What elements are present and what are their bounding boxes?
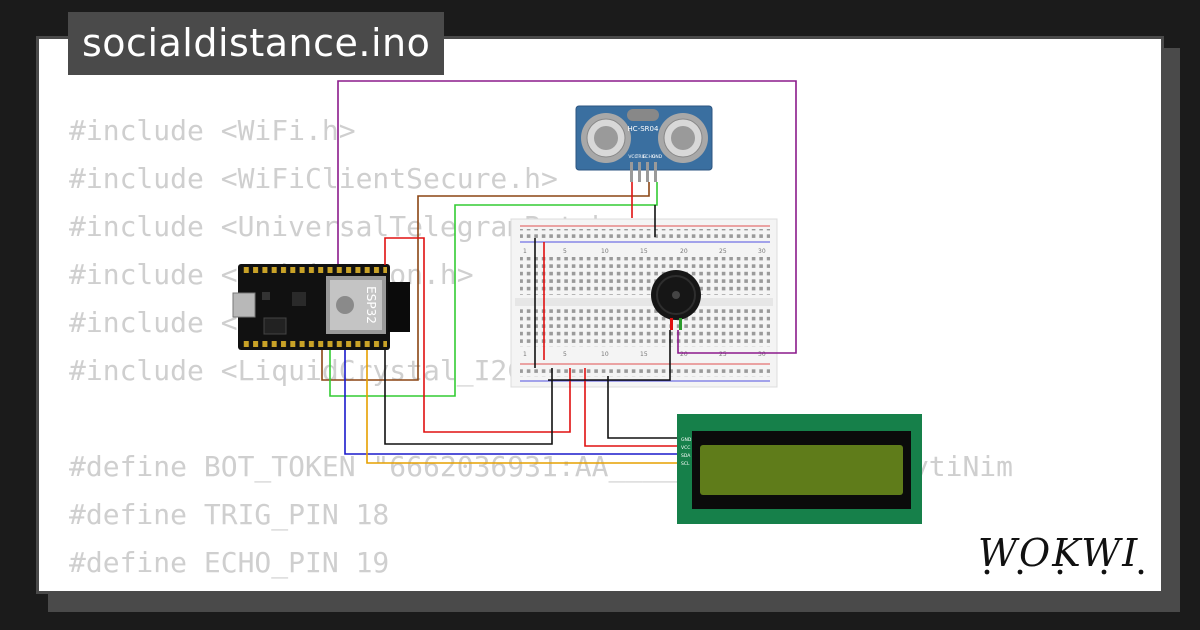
code-line: #include <WiFiClientSecure.h>	[69, 162, 558, 195]
sensor-pin-trig: TRIG	[635, 154, 647, 160]
esp32-label: ESP32	[364, 286, 378, 324]
breadboard-col-label: 5	[563, 351, 567, 358]
breadboard-col-label: 20	[680, 351, 688, 358]
breadboard-col-label: 5	[563, 248, 567, 255]
lcd-pin-vcc: VCC	[681, 445, 690, 451]
lcd-pin-gnd: GND	[681, 437, 692, 443]
breadboard-col-label: 25	[719, 248, 727, 255]
wire-purple	[337, 80, 797, 354]
lcd-pin-sda: SDA	[681, 453, 691, 459]
sensor-pin-gnd: GND	[652, 154, 663, 160]
ultrasonic-sensor: HC-SR04 VCC TRIG ECHO GND	[575, 105, 713, 182]
lcd-pin-scl: SCL	[681, 461, 690, 467]
breadboard-col-label: 30	[758, 248, 766, 255]
breadboard-col-label: 30	[758, 351, 766, 358]
breadboard-col-label: 10	[601, 351, 609, 358]
code-line: #define ECHO_PIN 19	[69, 546, 390, 579]
breadboard-col-label: 10	[601, 248, 609, 255]
sensor-label: HC-SR04	[628, 125, 659, 133]
breadboard-col-label: 1	[523, 351, 527, 358]
code-line: #define TRIG_PIN 18	[69, 498, 390, 531]
file-title: socialdistance.ino	[68, 12, 445, 75]
wire-red-top	[384, 237, 571, 433]
wire-blue	[344, 350, 677, 455]
wire-yellow	[366, 350, 677, 464]
wire-black-lcd	[607, 376, 677, 439]
code-line: #include <WiFi.h>	[69, 114, 356, 147]
wokwi-logo: WOKWI	[978, 531, 1144, 575]
wire-red-lcd	[584, 368, 677, 447]
buzzer	[651, 270, 701, 330]
sensor-pin-echo: ECHO	[643, 154, 656, 160]
breadboard-col-label: 15	[640, 351, 648, 358]
breadboard-col-label: 25	[719, 351, 727, 358]
sensor-pin-vcc: VCC	[628, 154, 637, 160]
wire-brown	[321, 182, 650, 381]
lcd-display: GND VCC SDA SCL	[677, 414, 922, 524]
breadboard-col-label: 15	[640, 248, 648, 255]
wire-black-main	[384, 350, 553, 445]
wire-green	[329, 182, 658, 397]
brand-logo-text: WOKWI	[978, 531, 1139, 575]
wires	[321, 80, 797, 464]
breadboard-col-label: 20	[680, 248, 688, 255]
esp32-board: ESP32	[232, 264, 410, 350]
wire-black-buzzer	[548, 330, 671, 381]
breadboard-col-label: 1	[523, 248, 527, 255]
